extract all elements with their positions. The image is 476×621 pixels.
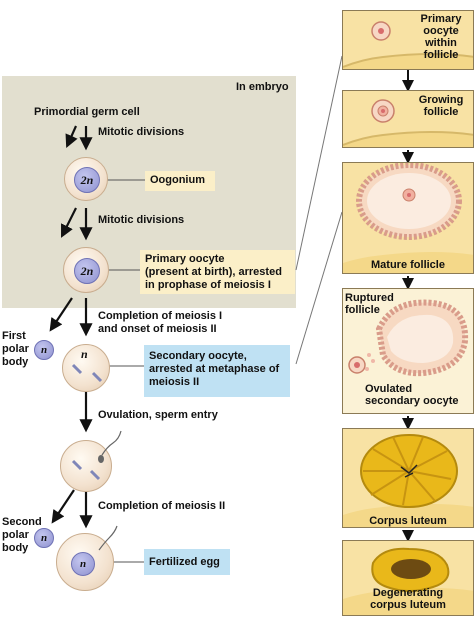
second-polar-body-nucleus: n xyxy=(34,528,54,548)
fertilized-egg-nucleus: n xyxy=(71,552,95,576)
panel-growing-follicle: Growing follicle xyxy=(342,90,474,148)
first-polar-body-line2: polar xyxy=(2,343,29,355)
first-polar-body-nucleus: n xyxy=(34,340,54,360)
sperm-entry-icon xyxy=(71,430,122,481)
first-polar-body-line1: First xyxy=(2,330,26,342)
second-polar-body-line3: body xyxy=(2,542,29,554)
panel1-label: Primary oocyte within follicle xyxy=(409,13,473,61)
fertilized-egg-cell: n xyxy=(56,525,118,591)
panel4-label2-line2: secondary oocyte xyxy=(365,395,459,407)
panel2-label-line1: Growing xyxy=(418,94,464,106)
oogonium-nucleus: 2n xyxy=(74,167,100,193)
primary-oocyte-line1: Primary oocyte xyxy=(145,253,225,265)
panel1-label-line1: Primary xyxy=(420,13,462,25)
corpus-luteum-illustration xyxy=(343,429,473,515)
follicle-illustration-3 xyxy=(343,163,473,263)
secondary-oocyte-cell: n xyxy=(62,344,110,392)
panel-corpus-luteum: Corpus luteum xyxy=(342,428,474,528)
secondary-oocyte-line1: Secondary oocyte, xyxy=(149,350,247,362)
panel5-label: Corpus luteum xyxy=(369,515,447,527)
completion-step-label: Completion of meiosis II xyxy=(98,500,226,512)
fertilization-cell xyxy=(60,430,122,492)
panel4-label-line2: follicle xyxy=(345,304,380,316)
panel-ruptured-follicle: Ruptured follicle Ovulated secondary ooc… xyxy=(342,288,474,414)
panel1-label-line4: follicle xyxy=(423,49,459,61)
primordial-germ-cell-label: Primordial germ cell xyxy=(34,106,140,118)
secondary-oocyte-line2: arrested at metaphase of xyxy=(149,363,280,375)
oogonium-cell: 2n xyxy=(64,157,108,201)
panel-mature-follicle: Mature follicle xyxy=(342,162,474,274)
secondary-oocyte-line3: meiosis II xyxy=(149,376,200,388)
embryo-label: In embryo xyxy=(236,81,289,93)
panel4-label-line1: Ruptured xyxy=(345,292,394,304)
panel6-label-line2: corpus luteum xyxy=(370,599,446,611)
meiosis-step-line1: Completion of meiosis I xyxy=(98,310,223,322)
primary-oocyte-line2: (present at birth), arrested xyxy=(145,266,282,278)
panel4-label2: Ovulated secondary oocyte xyxy=(365,383,473,407)
panel3-label: Mature follicle xyxy=(371,259,445,271)
secondary-oocyte-n: n xyxy=(81,347,88,361)
panel1-label-line2: oocyte xyxy=(423,25,459,37)
spindle-icon xyxy=(71,363,103,383)
primary-oocyte-cell: 2n xyxy=(63,247,109,293)
panel4-label2-line1: Ovulated xyxy=(365,383,413,395)
oogonium-callout: Oogonium xyxy=(145,171,215,191)
follicle-illustration-4 xyxy=(348,299,469,377)
follicle-illustration-1 xyxy=(343,11,473,68)
panel1-label-line3: within xyxy=(425,37,457,49)
follicle-illustration-2 xyxy=(343,91,473,146)
mitotic-divisions-label-1: Mitotic divisions xyxy=(98,126,185,138)
primary-oocyte-line3: in prophase of meiosis I xyxy=(145,279,271,291)
sperm-tail-icon xyxy=(98,525,118,551)
second-polar-body-line1: Second xyxy=(2,516,42,528)
panel2-label: Growing follicle xyxy=(409,94,473,118)
panel2-label-line2: follicle xyxy=(423,106,459,118)
panel-degenerating-corpus-luteum: Degenerating corpus luteum xyxy=(342,540,474,616)
meiosis-step-line2: and onset of meiosis II xyxy=(98,323,217,335)
ovulation-step-label: Ovulation, sperm entry xyxy=(98,409,218,421)
first-polar-body-line3: body xyxy=(2,356,29,368)
secondary-oocyte-callout: Secondary oocyte, arrested at metaphase … xyxy=(144,345,290,397)
panel4-label: Ruptured follicle xyxy=(345,292,405,316)
panel6-label-line1: Degenerating xyxy=(372,587,444,599)
panel6-label: Degenerating corpus luteum xyxy=(343,587,473,611)
primary-oocyte-callout: Primary oocyte (present at birth), arres… xyxy=(140,250,295,294)
primary-oocyte-nucleus: 2n xyxy=(74,258,100,284)
degenerating-corpus-luteum-illustration xyxy=(343,541,473,599)
fertilized-egg-callout: Fertilized egg xyxy=(144,549,230,575)
second-polar-body-line2: polar xyxy=(2,529,29,541)
mitotic-divisions-label-2: Mitotic divisions xyxy=(98,214,185,226)
panel-primary-oocyte-follicle: Primary oocyte within follicle xyxy=(342,10,474,70)
